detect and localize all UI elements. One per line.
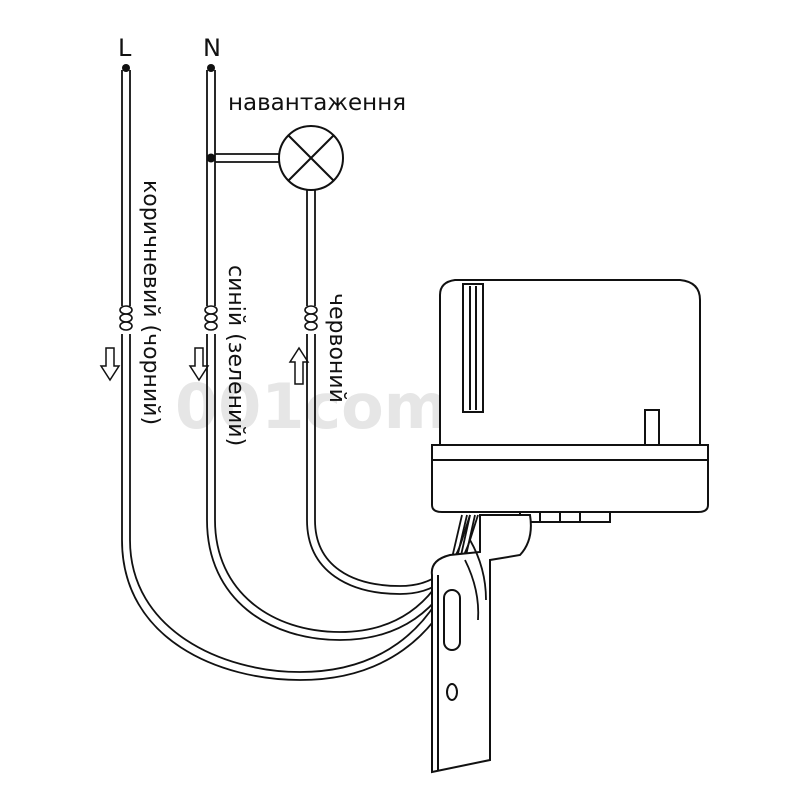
terminal-n-label: N [203, 34, 221, 62]
brown-wire-label: коричневий (чорний) [138, 180, 163, 425]
twist-connector-brown [119, 305, 133, 331]
twist-connector-red [304, 305, 318, 331]
terminal-n-dot [207, 64, 215, 72]
sensor-lead-entry [464, 539, 487, 621]
blue-wire-label: синій (зелений) [223, 265, 248, 446]
neutral-to-load-wire [215, 153, 280, 163]
arrow-down-blue-icon [188, 347, 210, 382]
neutral-supply-wire [206, 70, 216, 306]
neutral-junction-dot [206, 153, 216, 163]
terminal-l-label: L [118, 34, 132, 62]
line-supply-wire [121, 70, 131, 306]
terminal-l-dot [122, 64, 130, 72]
mounting-bracket [430, 514, 532, 774]
arrow-down-brown-icon [99, 347, 121, 382]
red-wire-label: червоний [324, 293, 349, 403]
photo-relay-sensor [431, 279, 709, 523]
load-return-wire [306, 190, 316, 306]
arrow-up-red-icon [288, 346, 310, 385]
lamp-icon [278, 125, 344, 191]
twist-connector-blue [204, 305, 218, 331]
load-label: навантаження [228, 90, 406, 116]
